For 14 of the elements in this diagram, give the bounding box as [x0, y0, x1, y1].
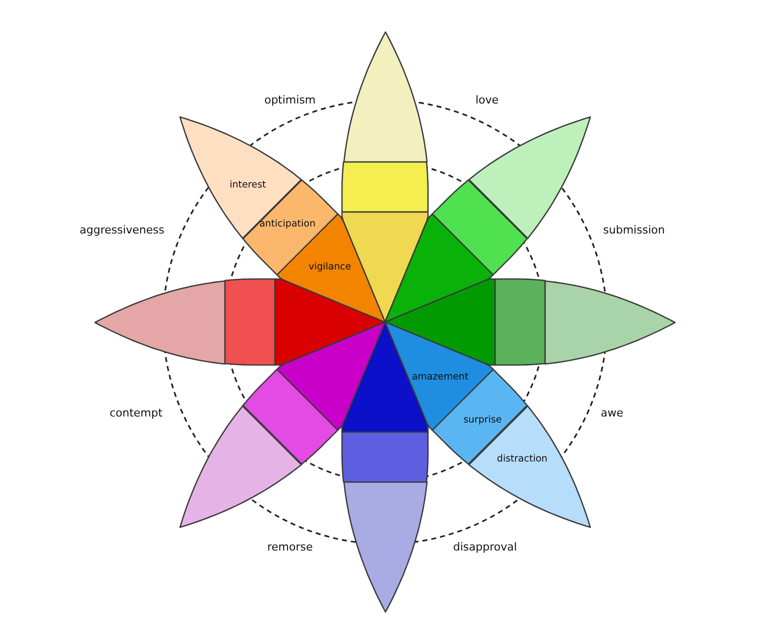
- emotion-label: amazement: [412, 372, 468, 383]
- dyad-label: remorse: [267, 540, 313, 554]
- emotion-label: surprise: [463, 414, 502, 426]
- dyad-label: optimism: [264, 94, 316, 106]
- emotion-label: anticipation: [259, 218, 316, 230]
- dyad-label: love: [475, 94, 499, 106]
- emotion-label: vigilance: [308, 261, 352, 272]
- dyad-label: disapproval: [453, 540, 517, 554]
- dyad-label: submission: [603, 224, 665, 236]
- dyad-label: aggressiveness: [80, 224, 164, 236]
- emotion-label: distraction: [496, 454, 548, 465]
- emotion-label: interest: [230, 179, 266, 190]
- dyad-label: contempt: [110, 406, 162, 420]
- dyad-label: awe: [600, 406, 624, 420]
